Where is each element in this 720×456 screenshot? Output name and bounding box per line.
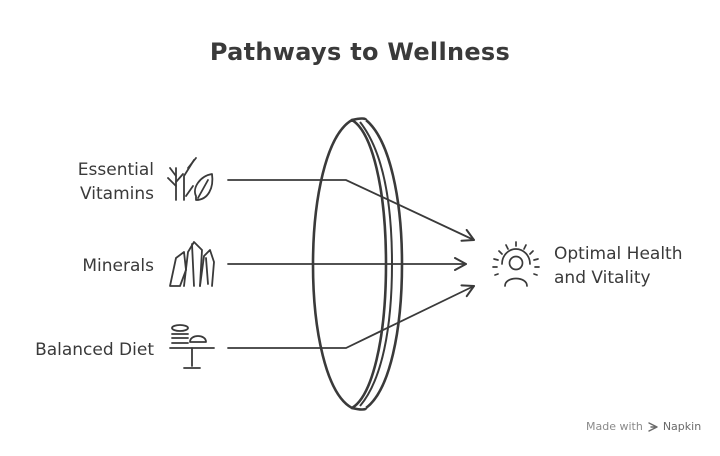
footer-attribution[interactable]: Made with Napkin (586, 420, 701, 433)
napkin-logo-icon (648, 421, 658, 432)
input-label-balanced-diet: Balanced Diet (35, 338, 154, 362)
radiant-person-icon (492, 241, 540, 287)
input-label-line: Balanced Diet (35, 340, 154, 360)
output-label-line: and Vitality (554, 268, 651, 288)
arrow-diet-to-health (227, 284, 475, 349)
diagram-title: Pathways to Wellness (209, 38, 511, 66)
footer-made-with: Made with (586, 420, 643, 433)
food-table-icon (169, 324, 215, 369)
arrow-vitamins-to-health (227, 179, 475, 242)
crystal-icon (169, 241, 215, 287)
plant-leaf-icon (167, 157, 214, 201)
input-label-line: Essential (77, 160, 154, 180)
input-label-line: Minerals (82, 256, 154, 276)
input-label-essential-vitamins: Essential Vitamins (78, 158, 154, 206)
input-label-line: Vitamins (80, 184, 154, 204)
input-label-minerals: Minerals (82, 254, 154, 278)
output-label: Optimal Health and Vitality (554, 242, 683, 290)
footer-brand: Napkin (662, 420, 702, 433)
output-label-line: Optimal Health (554, 244, 683, 264)
